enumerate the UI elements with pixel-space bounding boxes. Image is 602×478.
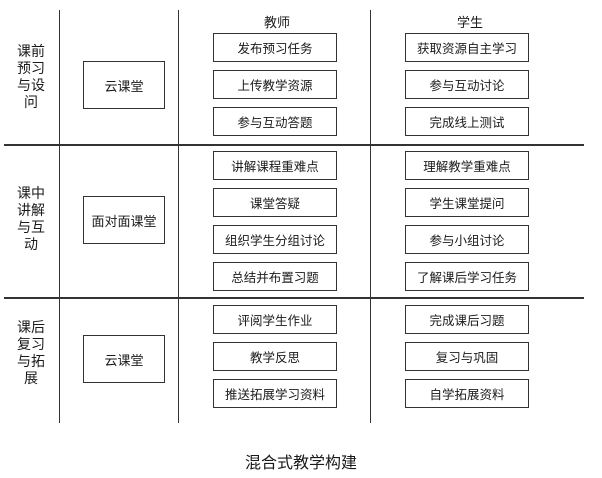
divider-middle: [178, 10, 179, 423]
section-divider-2: [4, 297, 584, 299]
phase-label-line: 复习: [17, 337, 45, 353]
student-task: 参与小组讨论: [405, 225, 529, 254]
phase-label-line: 课后: [17, 320, 45, 336]
student-task: 获取资源自主学习: [405, 33, 529, 62]
phase-post-class: 课后 复习 与拓 展: [14, 320, 48, 388]
mode-box-post-class: 云课堂: [83, 335, 165, 383]
phase-label-line: 与互: [17, 220, 45, 236]
teacher-task: 上传教学资源: [213, 70, 337, 99]
phase-label-line: 课前: [17, 44, 45, 60]
student-task: 完成课后习题: [405, 305, 529, 334]
student-task: 理解教学重难点: [405, 151, 529, 180]
phase-label-line: 课中: [17, 186, 45, 202]
student-task: 完成线上测试: [405, 107, 529, 136]
teacher-task: 参与互动答题: [213, 107, 337, 136]
phase-label-line: 与设: [17, 78, 45, 94]
teacher-task: 评阅学生作业: [213, 305, 337, 334]
phase-label-line: 问: [24, 95, 38, 111]
divider-left: [59, 10, 60, 423]
teacher-task: 教学反思: [213, 342, 337, 371]
mode-box-pre-class: 云课堂: [83, 61, 165, 109]
teacher-header: 教师: [263, 16, 290, 31]
teacher-task: 课堂答疑: [213, 188, 337, 217]
student-task: 复习与巩固: [405, 342, 529, 371]
student-task: 了解课后学习任务: [405, 262, 529, 291]
student-task: 参与互动讨论: [405, 70, 529, 99]
phase-label-line: 与拓: [17, 354, 45, 370]
section-divider-1: [4, 144, 584, 146]
student-task: 自学拓展资料: [405, 379, 529, 408]
phase-label-line: 动: [24, 237, 38, 253]
teacher-task: 总结并布置习题: [213, 262, 337, 291]
phase-label-line: 讲解: [17, 203, 45, 219]
mode-box-in-class: 面对面课堂: [83, 196, 165, 244]
divider-right: [370, 10, 371, 423]
student-task: 学生课堂提问: [405, 188, 529, 217]
teacher-task: 讲解课程重难点: [213, 151, 337, 180]
teacher-task: 组织学生分组讨论: [213, 225, 337, 254]
phase-in-class: 课中 讲解 与互 动: [14, 186, 48, 254]
student-header: 学生: [456, 16, 483, 31]
phase-label-line: 预习: [17, 61, 45, 77]
figure-caption: 混合式教学构建: [244, 453, 357, 472]
phase-label-line: 展: [24, 371, 38, 387]
teacher-task: 发布预习任务: [213, 33, 337, 62]
teacher-task: 推送拓展学习资料: [213, 379, 337, 408]
phase-pre-class: 课前 预习 与设 问: [14, 44, 48, 112]
